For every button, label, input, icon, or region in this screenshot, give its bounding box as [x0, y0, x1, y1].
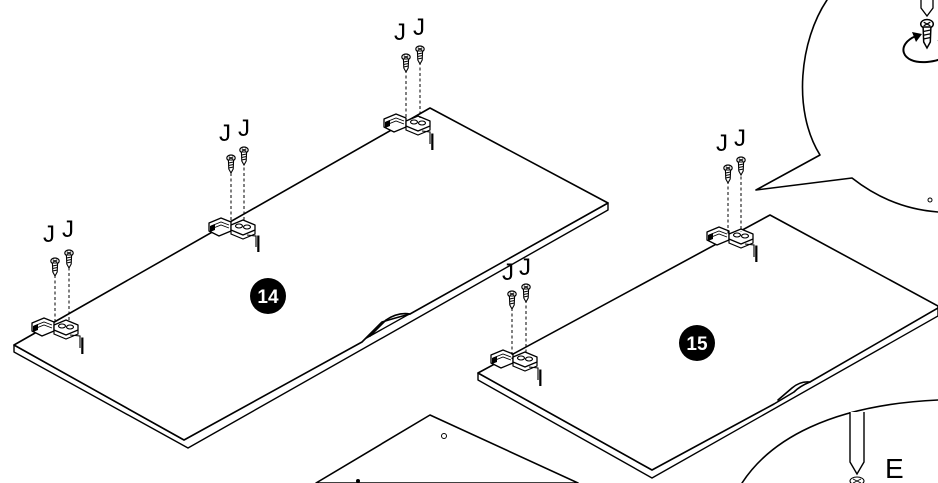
screw-icon	[226, 154, 236, 174]
screwdriver-icon	[920, 0, 934, 18]
screw-icon	[239, 146, 249, 166]
screw-label: J	[219, 120, 231, 147]
hinge-labels: I I I I I	[69, 129, 760, 392]
hinge-label: I	[537, 365, 544, 392]
svg-text:14: 14	[257, 287, 279, 308]
screw-label: J	[394, 19, 406, 46]
screw-icon	[415, 45, 425, 65]
screw-label: J	[238, 115, 250, 142]
detail-callout-screwdriver: E	[741, 399, 938, 483]
hinge-label: I	[255, 231, 262, 258]
screw-label: J	[413, 14, 425, 41]
hinge-label: I	[753, 241, 760, 268]
screw-label: J	[734, 125, 746, 152]
screw-icon	[919, 18, 935, 50]
detail-callout-screw	[755, 0, 938, 213]
bottom-panel	[315, 414, 579, 483]
step-badge-14: 14	[250, 278, 286, 314]
screw-icon	[736, 156, 746, 176]
screw-label: J	[716, 130, 728, 157]
screwdriver-label: E	[885, 453, 904, 483]
rotate-arrow-icon	[902, 32, 938, 64]
hinge-label: I	[79, 333, 86, 360]
svg-text:15: 15	[686, 334, 708, 355]
screw-icon	[401, 53, 411, 73]
screw-icon	[50, 257, 60, 277]
step-badge-15: 15	[679, 325, 715, 361]
screwdriver-icon	[849, 412, 865, 483]
screw-label: J	[502, 259, 514, 286]
left-panel	[13, 107, 609, 449]
screw-label: J	[43, 221, 55, 248]
screw-icon	[507, 290, 517, 310]
screw-icon	[64, 249, 74, 269]
screw-icon	[723, 164, 733, 184]
screw-label: J	[519, 254, 531, 281]
screw-label: J	[62, 216, 74, 243]
hinge-label: I	[429, 129, 436, 156]
screw-icon	[521, 283, 531, 303]
